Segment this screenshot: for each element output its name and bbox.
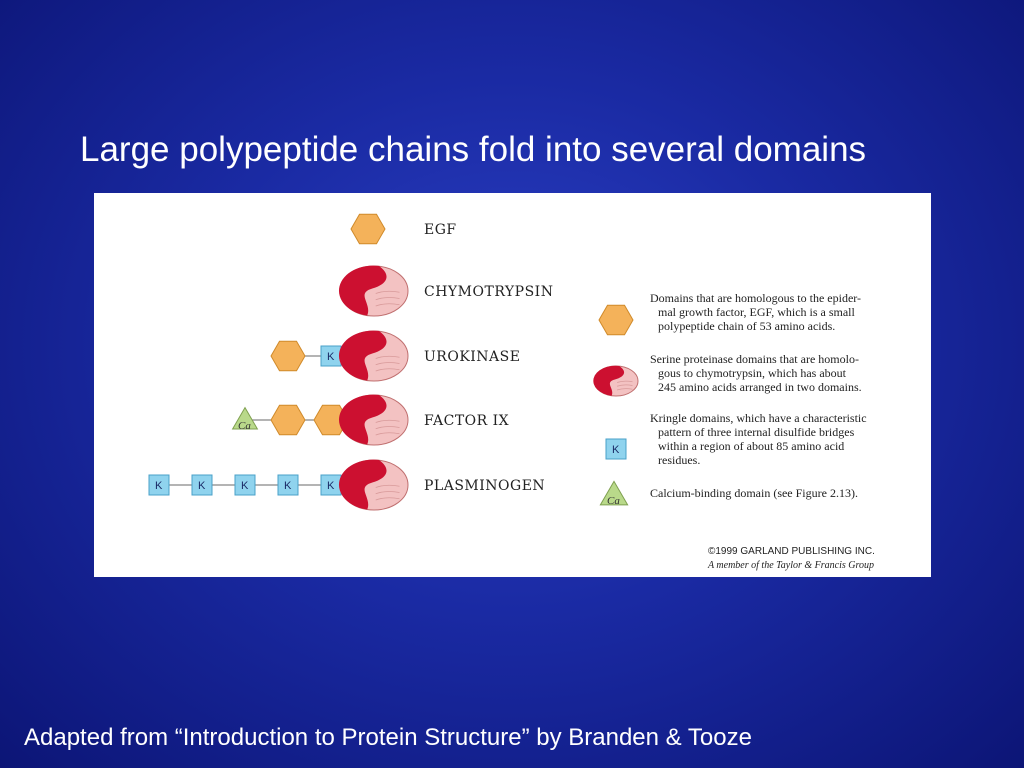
legend-text-line: residues. <box>658 453 700 467</box>
legend-text-line: Kringle domains, which have a characteri… <box>650 411 867 425</box>
kringle-domain: K <box>277 474 299 496</box>
serine-texture <box>375 426 400 430</box>
slide-title: Large polypeptide chains fold into sever… <box>80 130 867 169</box>
calcium-triangle <box>599 480 629 506</box>
calcium-letter: Ca <box>238 420 251 432</box>
legend-text-line: polypeptide chain of 53 amino acids. <box>658 319 835 333</box>
legend-text-line: mal growth factor, EGF, which is a small <box>658 305 856 319</box>
kringle-square <box>148 474 170 496</box>
serine-texture <box>375 290 400 294</box>
legend-kringle-icon: K <box>605 438 627 460</box>
legend-text-line: pattern of three internal disulfide brid… <box>658 425 855 439</box>
protein-label-factor-ix: FACTOR IX <box>424 413 509 429</box>
copyright-publisher: A member of the Taylor & Francis Group <box>707 560 874 571</box>
calcium-triangle <box>231 406 259 430</box>
serine-texture <box>616 388 633 391</box>
serine-texture <box>375 297 400 301</box>
serine-dark-lobe <box>338 265 387 316</box>
kringle-letter: K <box>241 480 249 492</box>
kringle-domain: K <box>148 474 170 496</box>
serine-texture <box>375 491 400 495</box>
legend-text-line: Domains that are homologous to the epide… <box>650 291 861 305</box>
legend-text-line: Serine proteinase domains that are homol… <box>650 352 859 366</box>
kringle-letter: K <box>284 480 292 492</box>
legend-calcium-icon: Ca <box>599 480 629 507</box>
copyright-line: ©1999 GARLAND PUBLISHING INC. <box>708 546 875 557</box>
kringle-domain: K <box>320 345 342 367</box>
protein-label-urokinase: UROKINASE <box>424 349 520 365</box>
kringle-letter: K <box>612 444 620 456</box>
calcium-letter: Ca <box>607 495 620 507</box>
serine-texture <box>375 368 400 372</box>
egf-domain-hexagon <box>313 404 349 436</box>
serine-proteinase-domain <box>338 265 409 317</box>
egf-domain-hexagon <box>270 340 306 372</box>
domain-figure: EGF CHYMOTRYPSIN K UROKINASE Ca FACTOR IX K K K K… <box>94 193 931 577</box>
legend-text-line: 245 amino acids arranged in two domains. <box>658 380 862 394</box>
calcium-binding-domain: Ca <box>231 406 259 432</box>
kringle-letter: K <box>198 480 206 492</box>
serine-texture <box>375 355 400 359</box>
domain-diagram: EGF CHYMOTRYPSIN K UROKINASE Ca FACTOR IX K K K K… <box>148 213 875 571</box>
kringle-letter: K <box>155 480 163 492</box>
legend-text-line: Calcium-binding domain (see Figure 2.13)… <box>650 486 858 500</box>
serine-texture <box>616 384 633 387</box>
kringle-domain: K <box>320 474 342 496</box>
legend-text-line: within a region of about 85 amino acid <box>658 439 844 453</box>
kringle-domain: K <box>234 474 256 496</box>
source-credit: Adapted from “Introduction to Protein St… <box>24 724 752 751</box>
serine-proteinase-domain <box>338 459 409 511</box>
legend-text-line: gous to chymotrypsin, which has about <box>658 366 847 380</box>
serine-texture <box>375 303 400 307</box>
egf-domain-hexagon <box>270 404 306 436</box>
kringle-square <box>234 474 256 496</box>
serine-dark-lobe <box>593 365 625 396</box>
serine-texture <box>616 380 633 383</box>
kringle-domain: K <box>191 474 213 496</box>
legend-serine-icon <box>593 365 639 397</box>
kringle-letter: K <box>327 351 335 363</box>
protein-label-egf: EGF <box>424 222 457 238</box>
serine-dark-lobe <box>338 330 387 381</box>
kringle-square <box>277 474 299 496</box>
protein-label-chymotrypsin: CHYMOTRYPSIN <box>424 284 553 300</box>
kringle-letter: K <box>327 480 335 492</box>
serine-texture <box>375 497 400 501</box>
protein-label-plasminogen: PLASMINOGEN <box>424 478 545 494</box>
egf-domain-hexagon <box>350 213 386 245</box>
serine-texture <box>375 362 400 366</box>
kringle-square <box>605 438 627 460</box>
serine-texture <box>375 419 400 423</box>
serine-dark-lobe <box>338 459 387 510</box>
serine-dark-lobe <box>338 394 387 445</box>
serine-proteinase-domain <box>338 330 409 382</box>
kringle-square <box>191 474 213 496</box>
legend-egf-icon <box>598 304 634 336</box>
serine-texture <box>375 484 400 488</box>
serine-proteinase-domain <box>338 394 409 446</box>
serine-texture <box>375 432 400 436</box>
